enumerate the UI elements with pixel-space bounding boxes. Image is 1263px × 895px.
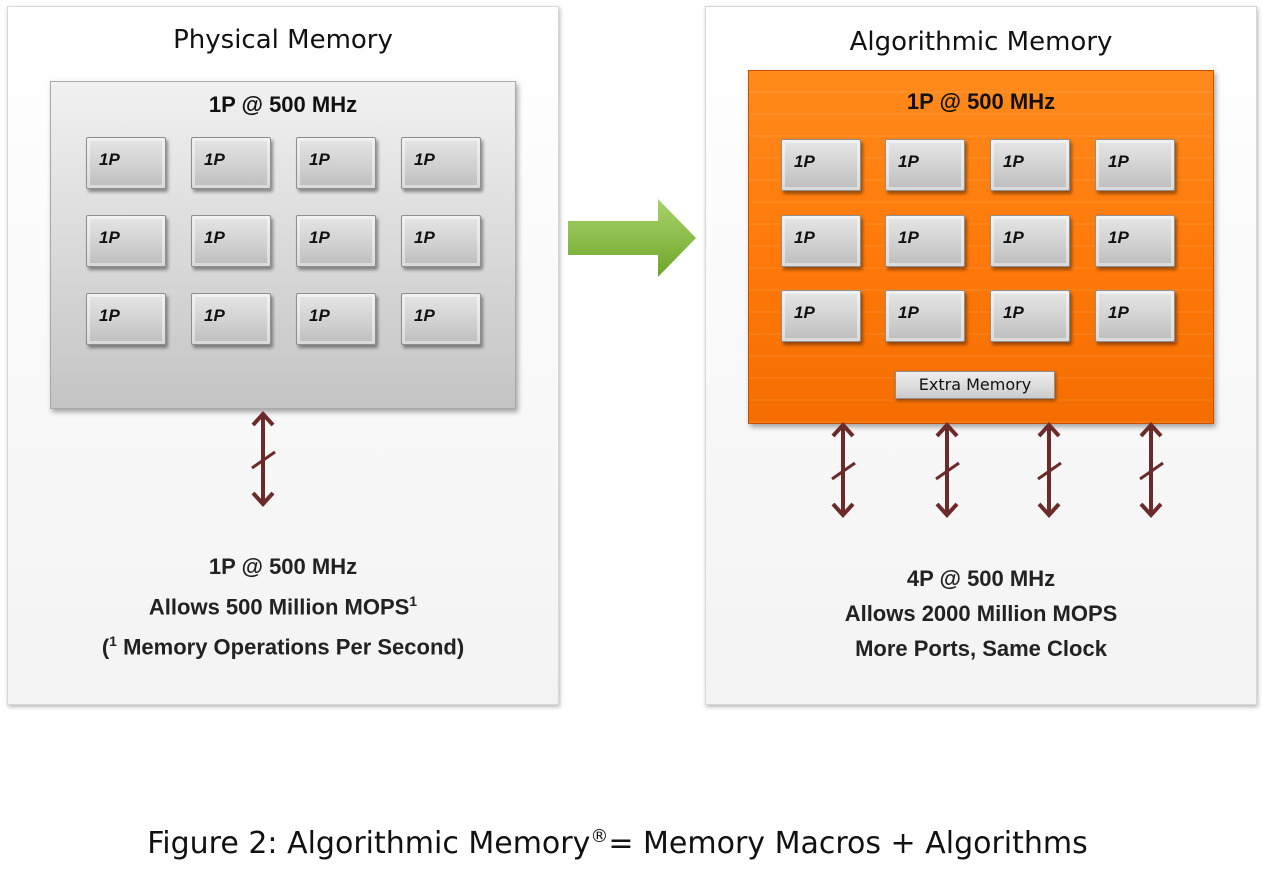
port-arrow [251, 411, 276, 507]
algorithmic-memory-block: 1P @ 500 MHz 1P 1P 1P 1P 1P 1P 1P 1P 1P … [748, 70, 1214, 424]
memory-macro-cell: 1P [781, 215, 861, 267]
memory-macro-label: 1P [414, 150, 435, 169]
memory-macro-cell: 1P [401, 215, 481, 267]
memory-macro-cell: 1P [1095, 139, 1175, 191]
memory-macro-cell: 1P [296, 215, 376, 267]
memory-macro-cell: 1P [781, 139, 861, 191]
memory-macro-label: 1P [1003, 303, 1024, 322]
physical-block-title: 1P @ 500 MHz [208, 92, 358, 117]
memory-macro-cell: 1P [990, 290, 1070, 342]
extra-memory-block: Extra Memory [895, 371, 1055, 399]
memory-macro-label: 1P [309, 306, 330, 325]
memory-macro-cell: 1P [401, 293, 481, 345]
memory-macro-cell: 1P [86, 137, 166, 189]
memory-macro-label: 1P [1108, 228, 1129, 247]
physical-memory-title: Physical Memory [173, 25, 393, 55]
memory-macro-cell: 1P [86, 293, 166, 345]
caption-text: Allows 500 Million MOPS [148, 594, 410, 620]
caption-line: 1P @ 500 MHz [208, 554, 358, 579]
memory-macro-label: 1P [898, 303, 919, 322]
port-arrow [935, 422, 960, 518]
memory-macro-label: 1P [1108, 303, 1129, 322]
memory-macro-label: 1P [794, 152, 815, 171]
physical-memory-panel: Physical Memory 1P @ 500 MHz 1P 1P 1P 1P… [7, 6, 559, 705]
memory-macro-label: 1P [794, 303, 815, 322]
memory-macro-label: 1P [1003, 228, 1024, 247]
figure-caption-text: Figure 2: Algorithmic Memory [147, 826, 591, 861]
port-arrow [831, 422, 856, 518]
memory-macro-cell: 1P [885, 139, 965, 191]
memory-macro-cell: 1P [1095, 290, 1175, 342]
memory-macro-label: 1P [1003, 152, 1024, 171]
memory-macro-cell: 1P [885, 215, 965, 267]
memory-macro-label: 1P [99, 228, 120, 247]
memory-macro-label: 1P [414, 228, 435, 247]
transform-arrow-icon [568, 199, 696, 277]
memory-macro-label: 1P [414, 306, 435, 325]
memory-macro-label: 1P [898, 152, 919, 171]
memory-macro-label: 1P [204, 228, 225, 247]
physical-memory-block: 1P @ 500 MHz 1P 1P 1P 1P 1P 1P 1P 1P 1P … [50, 81, 516, 409]
memory-macro-cell: 1P [296, 137, 376, 189]
memory-macro-cell: 1P [191, 215, 271, 267]
memory-macro-cell: 1P [885, 290, 965, 342]
footnote-mark: 1 [109, 633, 117, 650]
memory-macro-cell: 1P [990, 139, 1070, 191]
memory-macro-label: 1P [204, 306, 225, 325]
memory-macro-label: 1P [898, 228, 919, 247]
memory-macro-cell: 1P [401, 137, 481, 189]
memory-macro-cell: 1P [781, 290, 861, 342]
caption-line: Allows 500 Million MOPS1 [8, 584, 558, 624]
memory-macro-cell: 1P [191, 137, 271, 189]
algorithmic-memory-title: Algorithmic Memory [849, 27, 1113, 57]
footnote-mark: 1 [409, 593, 418, 609]
port-arrow [1139, 422, 1164, 518]
physical-memory-caption: 1P @ 500 MHz Allows 500 Million MOPS1 (1… [8, 549, 558, 665]
caption-line: Allows 2000 Million MOPS [844, 601, 1118, 626]
figure-caption-rest: = Memory Macros + Algorithms [608, 826, 1088, 861]
registered-mark: ® [590, 826, 609, 847]
caption-line: 4P @ 500 MHz [906, 566, 1056, 591]
memory-macro-label: 1P [309, 150, 330, 169]
memory-macro-cell: 1P [296, 293, 376, 345]
caption-text: Memory Operations Per Second) [116, 634, 465, 660]
memory-macro-label: 1P [99, 306, 120, 325]
memory-macro-cell: 1P [86, 215, 166, 267]
memory-macro-cell: 1P [191, 293, 271, 345]
memory-macro-label: 1P [99, 150, 120, 169]
algorithmic-block-title: 1P @ 500 MHz [906, 89, 1056, 114]
memory-macro-label: 1P [204, 150, 225, 169]
memory-macro-label: 1P [794, 228, 815, 247]
algorithmic-memory-panel: Algorithmic Memory 1P @ 500 MHz 1P 1P 1P… [705, 6, 1257, 705]
memory-macro-cell: 1P [1095, 215, 1175, 267]
caption-line: More Ports, Same Clock [855, 636, 1107, 661]
memory-macro-label: 1P [309, 228, 330, 247]
memory-macro-label: 1P [1108, 152, 1129, 171]
figure-caption: Figure 2: Algorithmic Memory®= Memory Ma… [0, 826, 1235, 861]
caption-line: (1 Memory Operations Per Second) [8, 624, 558, 664]
caption-text: ( [101, 634, 110, 660]
algorithmic-memory-caption: 4P @ 500 MHz Allows 2000 Million MOPS Mo… [706, 561, 1256, 666]
memory-macro-cell: 1P [990, 215, 1070, 267]
port-arrow [1037, 422, 1062, 518]
